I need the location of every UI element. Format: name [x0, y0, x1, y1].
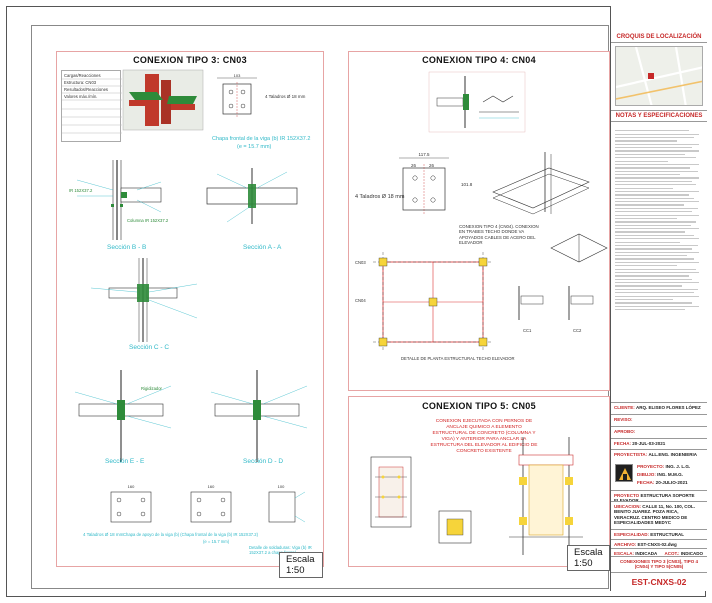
- cn05-anchor-detail: [370, 456, 412, 528]
- fecha-row: FECHA: 20-JUL-03-2021: [611, 438, 707, 448]
- section-ee-label: Sección E - E: [105, 458, 145, 465]
- drawing-sheet: CONEXION TIPO 3: CN03 Cargas/Reacciones …: [6, 6, 706, 597]
- title-block: CROQUIS DE LOCALIZACIÓN NOTAS Y ESPECIFI…: [610, 6, 707, 591]
- svg-text:103: 103: [234, 73, 241, 78]
- cn04-note: CONEXION TIPO 4 (CN04). CONEXION EN TRAB…: [459, 224, 539, 245]
- dim-26a: 26: [411, 163, 417, 168]
- cn04-beam-section: [550, 233, 608, 263]
- cn04-top-detail: [428, 71, 526, 133]
- dim-26b: 26: [429, 163, 435, 168]
- cn04-end-plate: 117.5: [399, 152, 449, 214]
- bolts-note: 4 Taladros Ø 18 mm: [265, 94, 306, 99]
- base-plate-detail-1: 160: [110, 484, 152, 523]
- cn05-elevation: [509, 437, 583, 555]
- panel-cn03-title: CONEXION TIPO 3: CN03: [133, 55, 247, 65]
- section-bb-drawing: [76, 160, 162, 240]
- cn05-scale: Escala 1:50: [567, 545, 610, 571]
- notes-body: [615, 128, 703, 396]
- company-logo: [615, 464, 633, 482]
- proyecto-line: PROYECTO: ING. J. L.G.: [637, 464, 691, 469]
- section-dd-drawing: [210, 370, 308, 462]
- client-row: CLIENTE: ARQ. ELISEO FLORES LÓPEZ: [611, 402, 707, 412]
- grid-cn03: CN03: [355, 260, 366, 265]
- drawing-area: CONEXION TIPO 3: CN03 Cargas/Reacciones …: [31, 25, 610, 589]
- base-plate-detail-2: 160: [190, 484, 232, 523]
- cn04-bolts-note: 4 Taladros Ø 18 mm: [355, 194, 405, 200]
- section-bb-label: Sección B - B: [107, 244, 147, 251]
- section-aa-label: Sección A - A: [243, 244, 282, 251]
- escala-row: ESCALA: INDICADA ACOT.: INDICADO: [611, 548, 707, 558]
- panel-cn05-title: CONEXION TIPO 5: CN05: [422, 401, 536, 411]
- cn05-red-note: CONEXION EJECUTADA CON PERNOS DE ANCLAJE…: [430, 419, 538, 454]
- bolts-note-2: 4 Taladros Ø 18 mm: [83, 532, 124, 537]
- table-row: Estructura: CN03: [64, 80, 97, 85]
- panel-cn04: CONEXION TIPO 4: CN04 117.5: [348, 51, 610, 391]
- table-row: Cargas/Reacciones: [64, 73, 101, 78]
- results-table: Cargas/Reacciones Estructura: CN03 Resul…: [61, 70, 122, 142]
- svg-text:160: 160: [208, 484, 215, 489]
- section-cc-drawing: [90, 258, 198, 342]
- fecha2-line: FECHA: 20-JULIO-2021: [637, 480, 688, 485]
- map-title: CROQUIS DE LOCALIZACIÓN: [611, 32, 707, 43]
- location-map: [615, 46, 703, 106]
- reviso-row: REVISO:: [611, 414, 707, 426]
- beam-ref-bb: IR 152X37.2: [69, 188, 93, 193]
- cn05-cross-section: [438, 510, 472, 544]
- cn04-cc-sections: [518, 286, 594, 320]
- support-plate-note: Chapa de apoyo de la viga (b) (Chapa fro…: [123, 532, 259, 537]
- dibujo-line: DIBUJO: ING. M.M.G.: [637, 472, 683, 477]
- svg-text:100: 100: [278, 484, 285, 489]
- section-cc-label: Sección C - C: [129, 344, 170, 351]
- cn03-scale: Escala 1:50: [279, 552, 323, 578]
- cc2-label: CC2: [573, 328, 582, 333]
- grid-cn04: CN04: [355, 298, 366, 303]
- weld-note: Detalle de soldaduras: Viga (b) IR 152X3…: [249, 545, 312, 555]
- section-dd-label: Sección D - D: [243, 458, 284, 465]
- section-ee-drawing: [74, 370, 172, 462]
- archivo-row: ARCHIVO: EST-CNXS-02.dwg: [611, 539, 707, 549]
- column-ref-bb: Columna IR 152X37.2: [127, 218, 169, 223]
- logo-icon: [619, 468, 631, 480]
- location-marker: [648, 73, 654, 79]
- map-roads: [616, 47, 702, 105]
- proyectista-row: PROYECTISTA: ALL.ENG. INGENIERIA: [611, 449, 707, 459]
- aprobo-row: APROBO:: [611, 426, 707, 438]
- especialidad-row: ESPECIALIDAD: ESTRUCTURAL: [611, 529, 707, 539]
- panel-cn03: CONEXION TIPO 3: CN03 Cargas/Reacciones …: [56, 51, 324, 578]
- sheet-code: EST-CNXS-02: [611, 572, 707, 587]
- cc1-label: CC1: [523, 328, 532, 333]
- section-aa-drawing: [206, 168, 298, 224]
- sheet-description: CONEXIONES TIPO 3 (CN03), TIPO 4 (CN04) …: [611, 556, 707, 571]
- cn04-detail-note: DETALLE DE PLANTA ESTRUCTURAL TECHO ELEV…: [401, 356, 515, 361]
- client-value: ARQ. ELISEO FLORES LÓPEZ: [636, 405, 701, 410]
- cn04-plan-grid: [373, 252, 493, 352]
- dim-1018: 101.8: [461, 182, 473, 187]
- front-plate-detail: 103: [217, 73, 257, 118]
- stiffener-ref-ee: Rigidizador: [141, 386, 162, 391]
- ubicacion-row: UBICACION: CALLE 11, No. 100, COL. BENIT…: [611, 501, 707, 529]
- table-row: Valores máx./mín.: [64, 94, 98, 99]
- svg-text:160: 160: [128, 484, 135, 489]
- panel-cn05: CONEXION TIPO 5: CN05 CONEXION EJECUTADA…: [348, 396, 610, 571]
- connection-3d-view: [122, 69, 204, 131]
- table-row: Resultados/Reacciones: [64, 87, 108, 92]
- project-row: PROYECTO ESTRUCTURA SOPORTE ELEVADOR: [611, 490, 707, 505]
- svg-text:117.5: 117.5: [419, 152, 430, 157]
- cn04-isometric: [492, 152, 590, 215]
- plate-note: Chapa frontal de la viga (b) IR 152X37.2: [212, 136, 311, 142]
- weld-detail: 100: [268, 484, 306, 523]
- plate-note-sub: (e = 15.7 mm): [237, 144, 272, 150]
- notes-title: NOTAS Y ESPECIFICACIONES: [611, 110, 707, 122]
- table-lines: [62, 78, 122, 134]
- panel-cn04-title: CONEXION TIPO 4: CN04: [422, 55, 536, 65]
- support-plate-sub: (e = 15.7 mm): [203, 539, 230, 544]
